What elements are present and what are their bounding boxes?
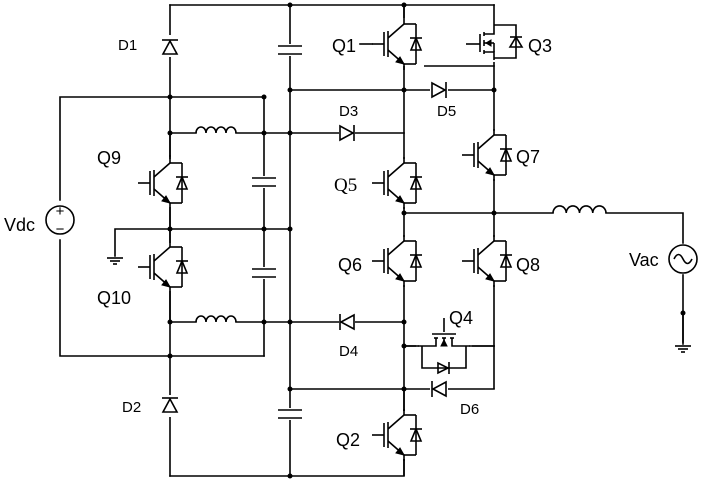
ground-left-icon [106, 257, 124, 265]
igbt-q7 [461, 128, 514, 182]
dc-source-vdc: + − [45, 203, 75, 238]
diode-d5 [430, 81, 448, 99]
label-q6: Q6 [338, 255, 362, 275]
mosfet-q3 [466, 20, 524, 62]
capacitor-c3 [251, 267, 277, 279]
diode-d4 [339, 313, 355, 331]
capacitor-c2 [251, 176, 277, 188]
inductor-l1 [195, 126, 237, 134]
ground-right-icon [674, 312, 692, 353]
label-d4: D4 [339, 343, 358, 360]
label-q2: Q2 [336, 430, 360, 450]
label-q5: Q5 [334, 175, 357, 196]
capacitor-c4 [277, 408, 303, 420]
inductor-l3 [552, 205, 607, 214]
label-q10: Q10 [97, 288, 131, 308]
wires [59, 4, 684, 477]
label-q4: Q4 [449, 308, 473, 328]
label-q7: Q7 [516, 147, 540, 167]
label-d6: D6 [460, 401, 479, 418]
diode-d3 [339, 124, 355, 142]
inductor-l2 [195, 315, 237, 323]
igbt-q9 [137, 133, 190, 229]
label-d1: D1 [118, 37, 137, 54]
igbt-q2 [371, 408, 424, 476]
label-d5: D5 [437, 103, 456, 120]
igbt-q6 [371, 234, 424, 288]
ac-source-vac [668, 244, 698, 274]
label-vac: Vac [629, 250, 659, 270]
diode-d1 [160, 35, 180, 57]
diode-d6 [430, 380, 448, 398]
vdc-minus: − [56, 221, 65, 238]
label-d2: D2 [122, 399, 141, 416]
igbt-q5 [371, 156, 424, 210]
label-q1: Q1 [332, 36, 356, 56]
mosfet-q4 [416, 312, 472, 375]
vdc-plus: + [56, 203, 65, 220]
junction-dots [167, 2, 686, 479]
igbt-q10 [137, 229, 190, 322]
label-q8: Q8 [516, 255, 540, 275]
label-q3: Q3 [528, 36, 552, 56]
label-vdc: Vdc [4, 215, 35, 235]
igbt-q1 [371, 5, 424, 71]
label-q9: Q9 [97, 148, 121, 168]
capacitor-c1 [277, 44, 303, 56]
diode-d2 [160, 395, 180, 417]
label-d3: D3 [339, 103, 358, 120]
igbt-q8 [461, 234, 514, 288]
